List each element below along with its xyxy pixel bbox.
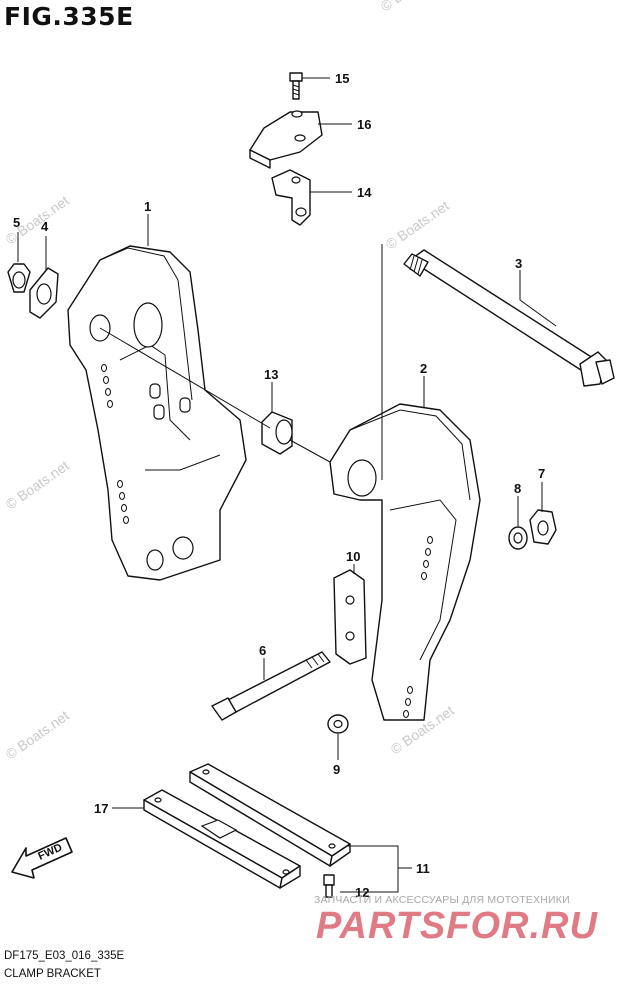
callout-12: 12 <box>355 885 369 900</box>
callout-10: 10 <box>346 549 360 564</box>
callout-8: 8 <box>514 481 521 496</box>
callout-5: 5 <box>13 215 20 230</box>
part-13-bushing <box>261 411 293 455</box>
part-10-plate <box>333 569 367 665</box>
watermark-6: © Boats.net <box>3 707 72 762</box>
figure-title: FIG.335E <box>4 2 134 31</box>
watermark-2: © Boats.net <box>378 0 447 14</box>
diagram-name: CLAMP BRACKET <box>4 968 101 980</box>
part-12-screw <box>323 874 335 898</box>
part-14-bracket <box>271 169 311 226</box>
callout-2: 2 <box>420 361 427 376</box>
callout-16: 16 <box>357 117 371 132</box>
brand-tagline: ЗАПЧАСТИ И АКСЕССУАРЫ ДЛЯ МОТОТЕХНИКИ <box>314 894 570 906</box>
part-11-plate <box>189 763 351 867</box>
brand-logo: PARTSFOR.RU <box>316 905 598 947</box>
part-4-gasket <box>29 267 59 319</box>
callout-13: 13 <box>264 367 278 382</box>
part-3-shaft <box>403 249 615 387</box>
leader-lines <box>17 77 557 893</box>
callout-1: 1 <box>144 199 151 214</box>
callout-9: 9 <box>333 762 340 777</box>
diagram-code: DF175_E03_016_335E <box>4 950 125 962</box>
part-7-nut <box>529 509 557 545</box>
part-6-bolt <box>211 651 331 721</box>
callout-15: 15 <box>335 71 349 86</box>
part-1-clamp-bracket <box>67 245 247 581</box>
watermark-4: © Boats.net <box>3 457 72 512</box>
callout-14: 14 <box>357 185 372 200</box>
part-15-bolt <box>289 72 303 100</box>
part-8-washer <box>508 526 528 550</box>
part-9-washer <box>327 714 349 734</box>
callout-6: 6 <box>259 643 266 658</box>
part-16-cover <box>249 110 323 169</box>
part-2-clamp-bracket <box>329 403 481 721</box>
callout-3: 3 <box>515 256 522 271</box>
part-5-nut <box>7 263 31 293</box>
callout-17: 17 <box>94 801 108 816</box>
watermark-3: © Boats.net <box>383 197 452 252</box>
callout-7: 7 <box>538 466 545 481</box>
callout-4: 4 <box>41 219 49 234</box>
callout-11: 11 <box>416 861 430 876</box>
part-17-plate <box>143 789 301 889</box>
fwd-arrow-icon: FWD <box>11 837 73 879</box>
